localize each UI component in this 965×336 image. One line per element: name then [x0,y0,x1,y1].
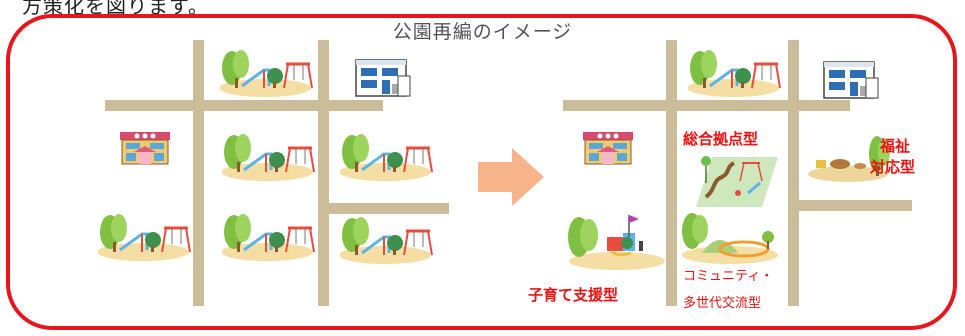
image-frame [6,14,957,330]
park-icon [220,48,314,99]
road [105,100,383,111]
welfare-park-icon [808,136,890,182]
general-hub-label: 総合拠点型 [683,130,759,148]
park-icon [340,132,434,183]
road [318,40,329,306]
road [193,40,204,306]
community-label-line1: コミュニティ・ [683,269,774,284]
community-park-icon [682,213,778,264]
park-icon [688,48,782,99]
school-icon [583,131,633,165]
community-label-line2: 多世代交流型 [683,296,762,311]
office-building-icon [355,59,411,97]
park-icon [222,212,316,263]
diagram-title: 公園再編のイメージ [392,21,573,43]
road [666,40,677,306]
general-hub-park-icon [696,156,778,207]
road [799,200,912,211]
top-text: 方策化を図ります。 [22,0,209,18]
office-building-icon [823,61,879,99]
road [329,203,449,214]
child-support-park-icon [568,215,665,270]
transition-arrow-icon [478,148,544,206]
welfare-label-line1: 福祉 [880,137,911,155]
child-support-label: 子育て支援型 [528,286,619,304]
park-icon [340,215,434,266]
school-icon [120,131,170,165]
park-icon [98,212,192,263]
road [563,100,850,111]
park-icon [222,132,316,183]
road [788,40,799,306]
welfare-label-line2: 対応型 [870,158,916,176]
